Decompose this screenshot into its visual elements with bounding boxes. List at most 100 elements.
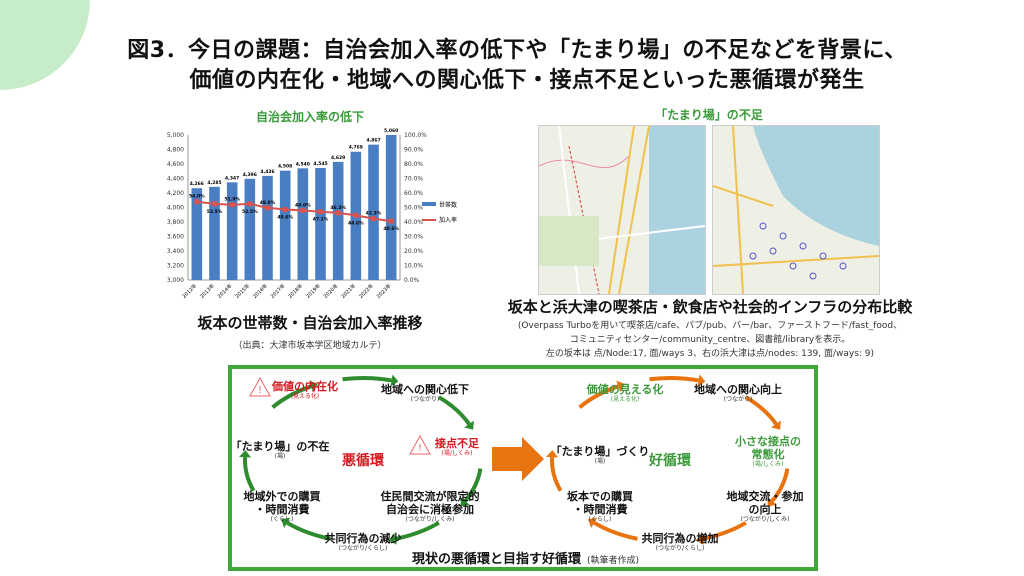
- bar: [262, 175, 273, 280]
- cycle-arrow: [649, 376, 699, 383]
- y2-tick-label: 50.0%: [404, 205, 423, 212]
- y2-tick-label: 40.0%: [404, 219, 423, 226]
- arrowhead-icon: [771, 420, 781, 430]
- bar-label: 4,396: [243, 172, 257, 178]
- cycle-arrow: [593, 521, 638, 541]
- map-sakamoto: [538, 125, 706, 295]
- cycle-arrow: [463, 468, 483, 503]
- vicious-node: 接点不足(場/しくみ): [435, 437, 479, 458]
- rate-label: 51.9%: [224, 197, 240, 203]
- virtuous-node: 共同行為の増加(つながり/くらし): [642, 532, 719, 553]
- arrowhead-icon: [390, 374, 399, 387]
- maps-note-2: コミュニティセンター/community_centre、図書館/libraryを…: [569, 335, 851, 345]
- vicious-node: 価値の内在化(見える化): [272, 380, 338, 401]
- maps-title: 「たまり場」の不足: [655, 108, 763, 122]
- rate-label: 52.5%: [242, 209, 258, 215]
- node-label: 共同行為の増加: [641, 532, 719, 545]
- vicious-node: 共同行為の減少(つながり/くらし): [325, 532, 402, 553]
- legend-bar-swatch: [422, 202, 436, 206]
- rate-point: [265, 205, 270, 211]
- rate-point: [335, 210, 341, 216]
- rate-label: 42.3%: [366, 211, 382, 217]
- slide-title-line1: 図3．今日の課題：自治会加入率の低下や「たまり場」の不足などを背景に、: [127, 38, 907, 63]
- rate-label: 54.0%: [189, 194, 205, 200]
- bar-label: 4,285: [207, 180, 221, 186]
- bar-label: 4,629: [331, 155, 345, 161]
- arrowhead-icon: [697, 374, 706, 387]
- arrowhead-icon: [388, 532, 397, 545]
- cycle-arrow: [578, 384, 619, 409]
- cycle-arrow: [437, 395, 471, 426]
- node-label: 坂本での購買 ・時間消費: [567, 490, 633, 516]
- diagram-caption: 現状の悪循環と目指す好循環(執筆者作成): [412, 548, 639, 567]
- y2-tick-label: 10.0%: [404, 263, 423, 270]
- node-sublabel: (つながり/くらし): [338, 545, 388, 552]
- arrowhead-icon: [588, 517, 598, 528]
- cycle-arrow: [271, 384, 312, 409]
- rate-label: 47.1%: [313, 217, 329, 223]
- arrowhead-icon: [546, 450, 559, 458]
- rate-label: 49.8%: [260, 200, 276, 206]
- bar: [209, 186, 220, 280]
- rate-point: [353, 212, 359, 218]
- rate-point: [388, 218, 394, 224]
- cycle-diagram-box: [228, 365, 818, 571]
- y-tick-label: 3,600: [167, 234, 184, 241]
- bar: [244, 178, 256, 280]
- vicious-node: 住民間交流が限定的 自治会に消極参加(つながり/しくみ): [381, 490, 480, 524]
- bar: [191, 188, 203, 280]
- warning-mark: !: [418, 443, 422, 454]
- virtuous-node: 地域交流・参加 の向上(つながり/しくみ): [727, 490, 804, 524]
- rate-label: 48.6%: [277, 215, 293, 221]
- cycle-arrow: [243, 457, 256, 492]
- bar-label: 4,545: [313, 161, 327, 167]
- y-tick-label: 4,200: [167, 190, 184, 197]
- diagram-caption-main: 現状の悪循環と目指す好循環: [412, 552, 582, 567]
- vicious-node: 「たまり場」の不在(場): [231, 440, 330, 461]
- node-label: 地域交流・参加 の向上: [726, 490, 804, 516]
- maps-note-3: 左の坂本は 点/Node:17, 面/ways 3、右の浜大津は点/nodes:…: [545, 349, 875, 359]
- chart-title: 自治会加入率の低下: [256, 109, 364, 124]
- y-tick-label: 4,600: [167, 161, 184, 168]
- rate-label: 44.6%: [348, 220, 364, 226]
- rate-label: 40.6%: [383, 226, 399, 232]
- virtuous-node: 小さな接点の 常態化(場/しくみ): [735, 435, 801, 469]
- virtuous-node: 地域への関心向上(つながり): [694, 383, 782, 404]
- warning-icon: !: [249, 376, 271, 397]
- y2-tick-label: 80.0%: [404, 161, 423, 168]
- node-sublabel: (くらし): [270, 516, 294, 523]
- y-tick-label: 3,800: [167, 219, 184, 226]
- maps-caption: 坂本と浜大津の喫茶店・飲食店や社会的インフラの分布比較: [507, 298, 913, 316]
- cycle-arrow: [770, 468, 790, 503]
- node-label: 住民間交流が限定的 自治会に消極参加: [380, 490, 480, 516]
- vicious-node: 地域への関心低下(つながり): [381, 383, 469, 404]
- cycle-arrow: [342, 376, 392, 383]
- y-tick-label: 4,800: [167, 147, 184, 154]
- rate-label: 52.5%: [207, 209, 223, 215]
- rate-point: [282, 207, 288, 213]
- legend-line-label: 加入率: [439, 216, 457, 224]
- vicious-center-label: 悪循環: [342, 453, 384, 469]
- cycle-arrow: [395, 521, 440, 541]
- warning-triangle: [409, 434, 431, 455]
- rate-label: 48.0%: [295, 202, 311, 208]
- legend-bar-label: 世帯数: [439, 201, 457, 209]
- bar: [315, 167, 326, 280]
- y2-tick-label: 30.0%: [404, 234, 423, 241]
- rate-point: [247, 201, 253, 207]
- bar-label: 4,867: [366, 138, 380, 144]
- virtuous-node: 坂本での購買 ・時間消費(くらし): [567, 490, 633, 524]
- arrowhead-icon: [464, 420, 474, 430]
- bar: [368, 144, 379, 280]
- rate-point: [212, 201, 217, 207]
- node-label: 価値の内在化: [272, 380, 338, 393]
- virtuous-center-label: 好循環: [649, 453, 691, 469]
- rate-point: [300, 207, 306, 213]
- warning-mark: !: [258, 385, 262, 396]
- node-sublabel: (くらし): [588, 516, 612, 523]
- node-sublabel: (場): [594, 458, 606, 465]
- arrowhead-icon: [695, 532, 704, 545]
- maps-note-1: (Overpass Turboを用いて喫茶店/cafe、パブ/pub、バー/ba…: [517, 321, 903, 331]
- bar-label: 5,060: [384, 128, 398, 134]
- rate-line: [196, 200, 392, 223]
